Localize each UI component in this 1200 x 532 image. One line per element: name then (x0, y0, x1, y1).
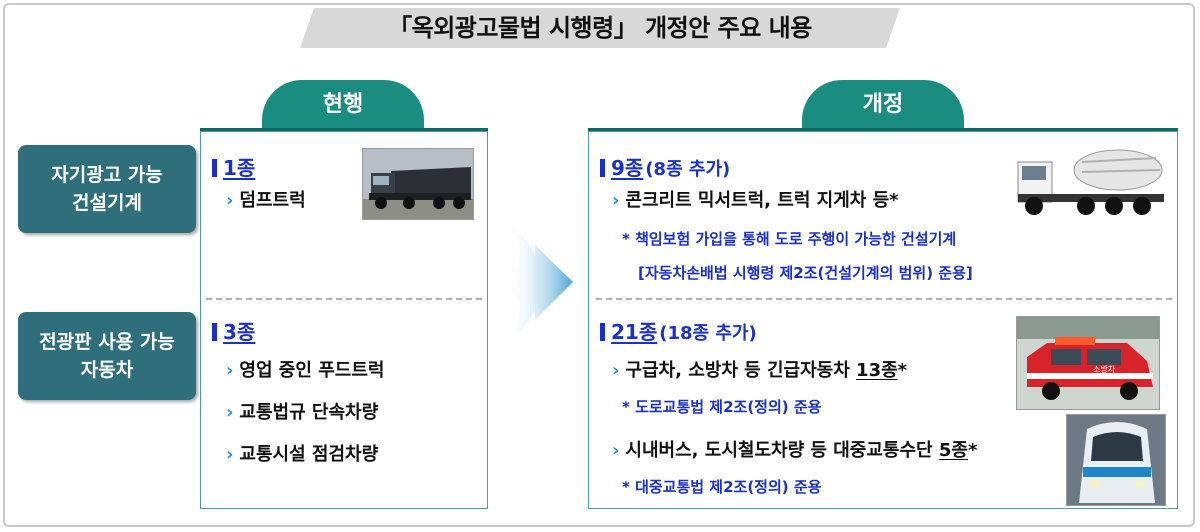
mixer-truck-image (1016, 140, 1168, 220)
current-item-text: 교통법규 단속차량 (239, 402, 379, 423)
revised-item-count: 13종 (856, 360, 898, 381)
row-label-construction: 자기광고 가능 건설기계 (18, 145, 196, 233)
revised-section2-head: 21종(18종 추가) (600, 316, 757, 345)
current-count-1: 1종 (223, 156, 256, 180)
divider (206, 298, 482, 300)
revised-item-text: 구급차, 소방차 등 긴급자동차 (625, 360, 857, 381)
revised-count-1: 9종 (611, 156, 644, 180)
bullet-bar (600, 159, 605, 177)
dump-truck-icon (363, 149, 473, 219)
train-icon (1067, 415, 1165, 505)
chevron-right-icon: › (226, 444, 234, 465)
revised-added-1: (8종 추가) (645, 159, 731, 180)
title-banner: 「옥외광고물법 시행령」 개정안 주요 내용 (300, 8, 900, 48)
revised-section1-head: 9종(8종 추가) (600, 152, 730, 181)
current-item: ›교통법규 단속차량 (226, 398, 378, 424)
revised-item: ›시내버스, 도시철도차량 등 대중교통수단 5종* (612, 436, 977, 462)
revised-item-mark: * (967, 440, 978, 461)
bullet-bar (212, 159, 217, 177)
fire-truck-image: 소방차 (1016, 316, 1160, 410)
chevron-right-icon: › (612, 440, 620, 461)
chevron-right-icon: › (226, 190, 234, 211)
row-label-vehicle: 전광판 사용 가능 자동차 (18, 312, 196, 400)
chevron-right-icon: › (612, 360, 620, 381)
chevron-right-icon: › (226, 402, 234, 423)
revised-note: * 도로교통법 제2조(정의) 준용 (622, 398, 822, 416)
train-image (1066, 414, 1166, 506)
revised-item: ›콘크리트 믹서트럭, 트럭 지게차 등* (612, 186, 899, 212)
current-item: ›덤프트럭 (226, 186, 306, 212)
current-item-text: 영업 중인 푸드트럭 (239, 360, 385, 381)
fire-truck-text: 소방차 (1093, 364, 1116, 374)
revised-item-count: 5종 (938, 440, 968, 461)
row-label-line2: 건설기계 (72, 192, 142, 214)
page-title: 「옥외광고물법 시행령」 개정안 주요 내용 (388, 14, 812, 42)
revised-item-text: 콘크리트 믹서트럭, 트럭 지게차 등* (625, 190, 899, 211)
current-item-text: 덤프트럭 (239, 190, 306, 211)
chevron-right-icon: › (226, 360, 234, 381)
revised-note: * 대중교통법 제2조(정의) 준용 (622, 478, 822, 496)
fire-truck-icon: 소방차 (1017, 317, 1159, 409)
revised-note: [자동차손배법 시행령 제2조(건설기계의 범위) 준용] (638, 264, 973, 282)
row-label-line1: 전광판 사용 가능 (39, 331, 175, 353)
current-item: ›교통시설 점검차량 (226, 440, 378, 466)
arrow-right-icon (505, 220, 573, 345)
dump-truck-image (362, 148, 474, 220)
current-section2-head: 3종 (212, 316, 255, 345)
mixer-truck-icon (1016, 140, 1168, 220)
revised-added-2: (18종 추가) (659, 323, 757, 344)
tab-current: 현행 (262, 80, 424, 130)
current-section1-head: 1종 (212, 152, 255, 181)
panel-revised-top-line (588, 128, 1178, 132)
revised-item-mark: * (897, 360, 908, 381)
revised-item: ›구급차, 소방차 등 긴급자동차 13종* (612, 356, 907, 382)
row-label-line2: 자동차 (80, 359, 134, 381)
current-count-2: 3종 (223, 320, 256, 344)
panel-current-top-line (200, 128, 488, 132)
revised-count-2: 21종 (611, 320, 658, 344)
bullet-bar (600, 323, 605, 341)
revised-note: * 책임보험 가입을 통해 도로 주행이 가능한 건설기계 (622, 230, 957, 248)
title-background (300, 8, 900, 48)
current-item: ›영업 중인 푸드트럭 (226, 356, 384, 382)
bullet-bar (212, 323, 217, 341)
tab-revised: 개정 (802, 80, 964, 130)
revised-item-text: 시내버스, 도시철도차량 등 대중교통수단 (625, 440, 939, 461)
divider (596, 298, 1172, 300)
row-label-line1: 자기광고 가능 (51, 164, 163, 186)
current-item-text: 교통시설 점검차량 (239, 444, 379, 465)
chevron-right-icon: › (612, 190, 620, 211)
